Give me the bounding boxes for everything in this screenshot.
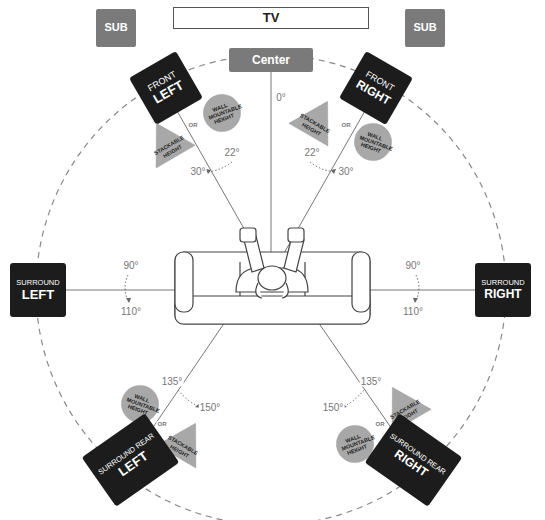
angle-label: 110° xyxy=(402,306,424,317)
tv-box: TV xyxy=(173,7,369,29)
speaker-box: SURROUNDRIGHT xyxy=(475,263,531,317)
or-label: OR xyxy=(188,122,199,128)
sofa xyxy=(175,252,370,324)
stackable-triangle: STACKABLE HEIGHT xyxy=(288,89,348,147)
subwoofer-box: SUB xyxy=(405,9,445,47)
speaker-label: TV xyxy=(263,11,280,25)
or-label: OR xyxy=(157,421,168,427)
speaker-side: LEFT xyxy=(22,288,55,302)
speaker-box: SURROUND REARLEFT xyxy=(81,413,178,506)
or-label: OR xyxy=(375,421,386,427)
angle-label: 22° xyxy=(303,147,320,158)
angle-label: 135° xyxy=(360,376,383,387)
speaker-box: FRONTLEFT xyxy=(129,51,203,125)
speaker-label: SUB xyxy=(104,22,127,34)
angle-label: 150° xyxy=(199,402,222,413)
angle-label: 30° xyxy=(337,166,354,177)
triangle-outline xyxy=(288,89,348,147)
angle-arcs xyxy=(125,162,419,406)
triangle-outline xyxy=(136,111,196,169)
placement-circle xyxy=(36,55,506,520)
angle-label: 30° xyxy=(189,166,206,177)
speaker-label: Center xyxy=(252,54,290,67)
speaker-side: RIGHT xyxy=(484,288,521,301)
angle-lines xyxy=(60,72,482,458)
speaker-label: SUB xyxy=(413,22,436,34)
angle-label: 150° xyxy=(322,402,345,413)
triangle-shape xyxy=(289,90,347,146)
angle-label: 90° xyxy=(122,260,139,271)
circle-shape xyxy=(349,118,397,166)
speaker-label: SURROUND xyxy=(16,279,59,287)
angle-label: 90° xyxy=(404,260,421,271)
stackable-triangle: STACKABLE HEIGHT xyxy=(136,111,196,169)
wall-mount-circle: WALL MOUNTABLE HEIGHT xyxy=(198,89,247,138)
angle-label: 0° xyxy=(275,92,287,103)
speaker-box: SURROUND REARRIGHT xyxy=(364,413,461,506)
angle-label: 135° xyxy=(161,376,184,387)
or-label: OR xyxy=(341,122,352,128)
angle-label: 110° xyxy=(120,306,142,317)
speaker-box: FRONTRIGHT xyxy=(339,51,413,125)
circle-shape xyxy=(198,89,246,137)
triangle-shape xyxy=(137,112,195,168)
listener xyxy=(236,228,308,298)
angle-label: 22° xyxy=(223,147,240,158)
wall-mount-circle: WALL MOUNTABLE HEIGHT xyxy=(349,118,398,167)
subwoofer-box: SUB xyxy=(96,9,136,47)
speaker-box: SURROUNDLEFT xyxy=(10,263,66,317)
speaker-label: SURROUND xyxy=(481,279,524,287)
center-speaker-box: Center xyxy=(229,48,313,72)
arc-heads xyxy=(126,169,418,408)
